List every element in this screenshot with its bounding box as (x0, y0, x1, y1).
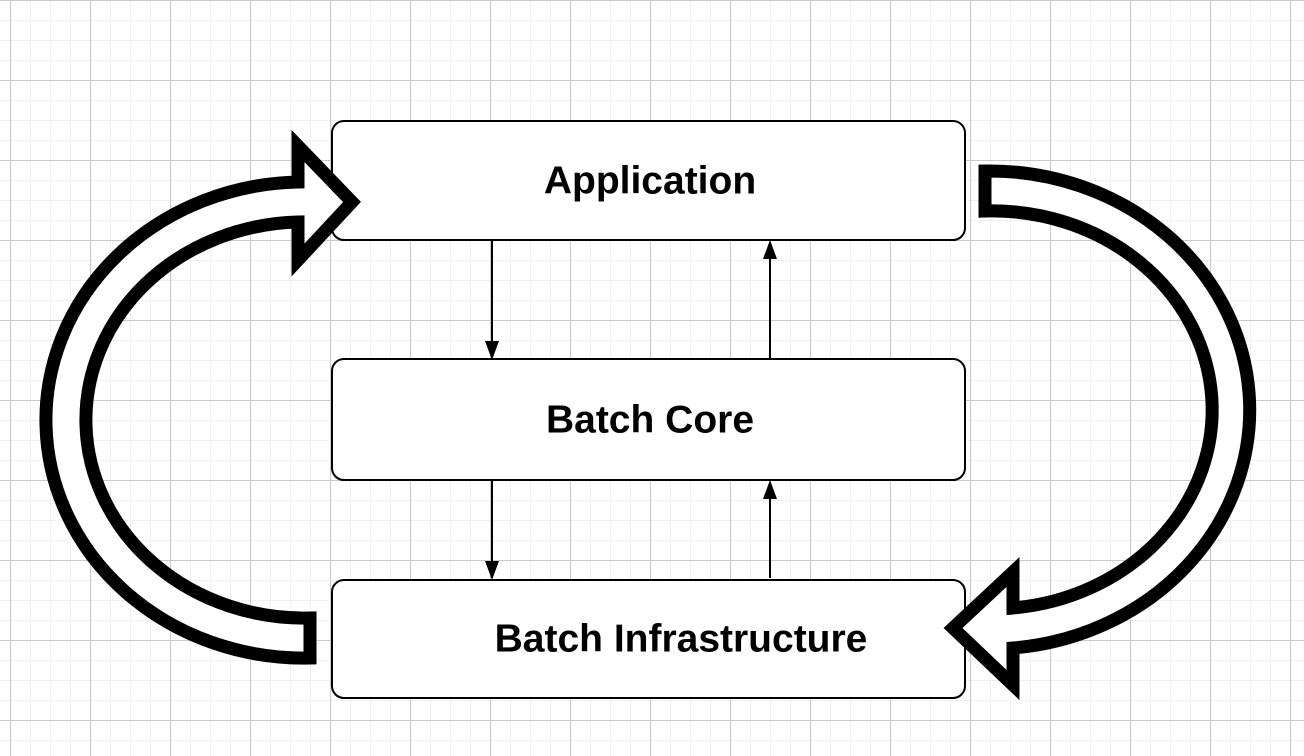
arrowhead-down-icon (485, 561, 499, 580)
node-batch-infrastructure[interactable]: Batch Infrastructure (331, 579, 966, 699)
arrowhead-up-icon (763, 480, 777, 499)
edge-batch-core-to-application[interactable] (763, 240, 777, 358)
batch-core-box[interactable] (331, 358, 966, 481)
node-batch-core[interactable]: Batch Core (331, 358, 966, 481)
arrowhead-down-icon (485, 341, 499, 360)
batch-infrastructure-label: Batch Infrastructure (495, 618, 868, 661)
arrowhead-up-icon (763, 240, 777, 259)
edge-batch-core-to-batch-infrastructure[interactable] (485, 480, 499, 580)
application-label: Application (544, 160, 756, 203)
batch-core-label: Batch Core (546, 399, 754, 442)
edge-application-to-batch-core[interactable] (485, 240, 499, 360)
curved-arrow-right[interactable] (943, 164, 1257, 701)
edge-batch-infrastructure-to-batch-core[interactable] (763, 480, 777, 578)
node-application[interactable]: Application (331, 120, 966, 241)
curved-arrow-left[interactable] (39, 129, 361, 665)
